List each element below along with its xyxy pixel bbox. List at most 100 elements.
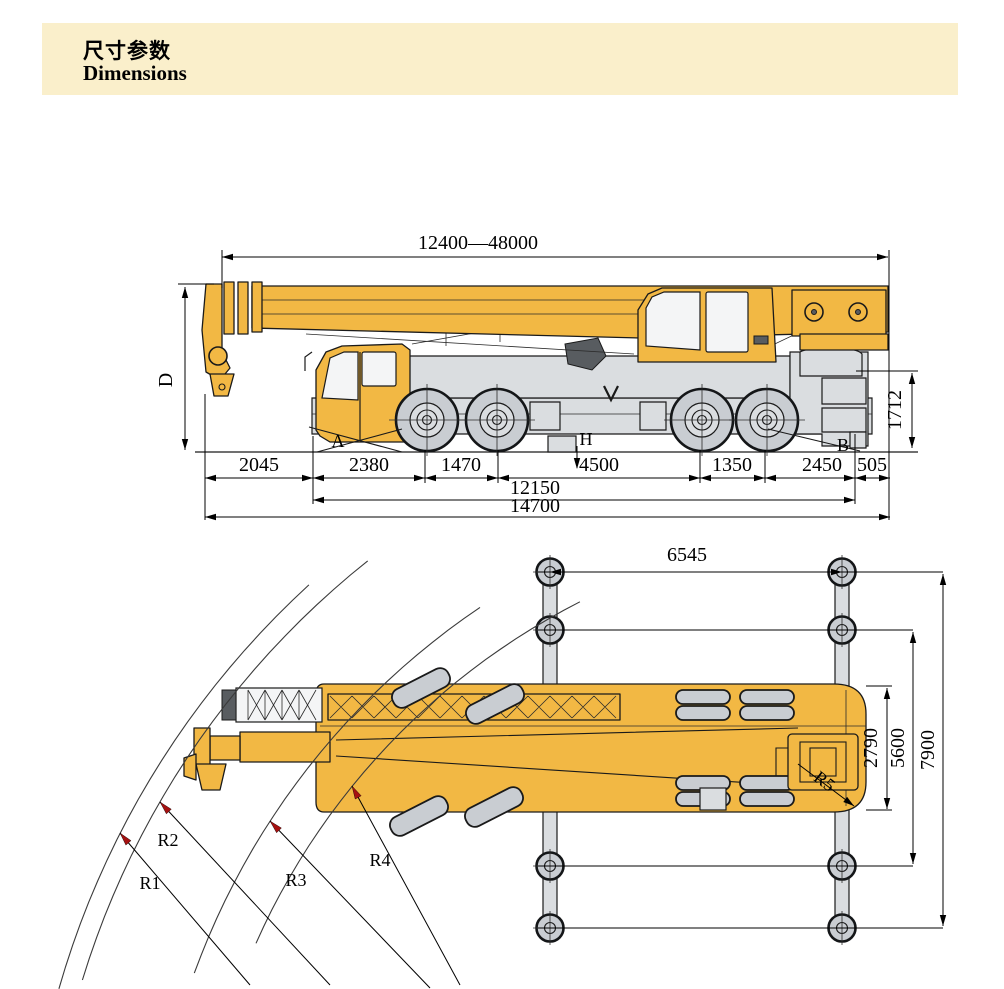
dimension-arrow [302, 474, 313, 482]
rear-tire [675, 689, 731, 705]
rear-tire [739, 791, 795, 807]
outrigger-mid-span-label: 5600 [887, 728, 909, 768]
outrigger-span-label: 6545 [667, 544, 707, 566]
page-title-chinese: 尺寸参数 [83, 40, 171, 63]
segment-dim-label: 2450 [802, 454, 842, 476]
rear-height-label: 1712 [884, 390, 906, 430]
windshield [321, 351, 359, 401]
dimension-arrow [754, 474, 765, 482]
dimension-arrow [181, 439, 189, 450]
dimension-arrow [550, 568, 561, 576]
dimension-arrow [159, 801, 172, 815]
turning-radius-arc [255, 601, 581, 944]
rear-tire [675, 705, 731, 721]
hook-block-top [195, 763, 227, 791]
shape [209, 735, 241, 761]
dimension-arrow [855, 474, 866, 482]
dimension-arrow [498, 474, 509, 482]
segment-dim-label: 4500 [579, 454, 619, 476]
shape [247, 689, 317, 721]
dimension-arrow [879, 474, 890, 482]
radius-leader-line [351, 785, 461, 986]
wheel-crosshair [664, 384, 740, 456]
turning-radius-leader-lines [119, 763, 855, 989]
shape [305, 333, 635, 355]
dimension-arrow [269, 820, 282, 834]
wheelbase-span-label: 12150 [510, 477, 560, 499]
hook-block [209, 373, 235, 397]
radius-leader-line [159, 801, 331, 986]
shape [603, 385, 619, 403]
turning-radius-label-r3: R3 [285, 870, 306, 890]
side-view-crane-art [195, 281, 918, 456]
wheel-crosshair [459, 384, 535, 456]
dimension-arrow [119, 832, 132, 846]
wheel-crosshair [729, 384, 805, 456]
turning-radius-arc [81, 560, 369, 981]
departure-angle-line [767, 428, 861, 452]
front-tire [391, 667, 451, 709]
segment-dim-label: 2380 [349, 454, 389, 476]
top-view: 6545 2790 5600 7900 R1 R2 R3 R4 R5 [58, 544, 947, 989]
segment-dim-label: 2045 [239, 454, 279, 476]
dimension-arrow [487, 474, 498, 482]
tail-radius-leader [797, 763, 855, 807]
side-view-dimension-lines [178, 250, 918, 521]
dimension-arrow [313, 496, 324, 504]
dimension-arrow [883, 688, 891, 699]
dimension-arrow [844, 474, 855, 482]
shape [775, 747, 788, 777]
shape [849, 431, 867, 449]
turning-radius-arc [193, 606, 481, 974]
shape [639, 401, 667, 431]
shape [547, 435, 577, 453]
front-tire [465, 683, 525, 725]
approach-angle-label: A [332, 431, 345, 451]
operator-cab-window [645, 291, 701, 351]
turning-radius-arc [58, 584, 310, 989]
segment-dim-label: 505 [857, 454, 887, 476]
boom-length-range-label: 12400—48000 [418, 232, 538, 254]
dimension-arrow [414, 474, 425, 482]
page-title-english: Dimensions [83, 61, 187, 85]
mirror [304, 351, 313, 371]
dimension-arrow [700, 474, 711, 482]
dimension-arrow [879, 513, 890, 521]
radius-leader-line [269, 820, 431, 989]
shape [529, 401, 561, 431]
dimension-arrow [909, 632, 917, 643]
dimension-arrow [877, 253, 888, 261]
turning-radius-arcs [58, 560, 581, 989]
operator-cab-door [705, 291, 749, 353]
shape [799, 333, 889, 351]
rear-tire [739, 705, 795, 721]
total-length-label: 14700 [510, 495, 560, 517]
rear-tire [739, 775, 795, 791]
dimension-arrow [222, 253, 233, 261]
approach-angle-lines [308, 426, 403, 453]
top-view-dimension-lines [538, 568, 947, 929]
winch [564, 337, 607, 371]
dimension-arrow [843, 796, 854, 806]
turning-radius-label-r2: R2 [157, 830, 178, 850]
dimension-arrow [205, 474, 216, 482]
ground-clearance-label: H [580, 429, 593, 449]
dimension-arrow [908, 437, 916, 448]
departure-angle-label: B [837, 435, 849, 455]
dimension-arrow [425, 474, 436, 482]
dimension-arrow [939, 574, 947, 585]
jib-tip-section [235, 687, 323, 723]
side-view-dimension-labels: 12400—48000 D 1712 2045 2380 1470 4500 1… [155, 232, 906, 517]
dimension-arrow [908, 373, 916, 384]
front-tire [389, 795, 449, 837]
dimension-arrow [844, 496, 855, 504]
shape [183, 753, 197, 781]
segment-dim-label: 1350 [712, 454, 752, 476]
section-header-band: 尺寸参数 Dimensions [42, 23, 958, 95]
dimension-arrow [181, 287, 189, 298]
turret [787, 733, 859, 791]
outrigger-full-span-label: 7900 [917, 730, 939, 770]
dimension-arrow [939, 915, 947, 926]
dimension-arrow [883, 798, 891, 809]
